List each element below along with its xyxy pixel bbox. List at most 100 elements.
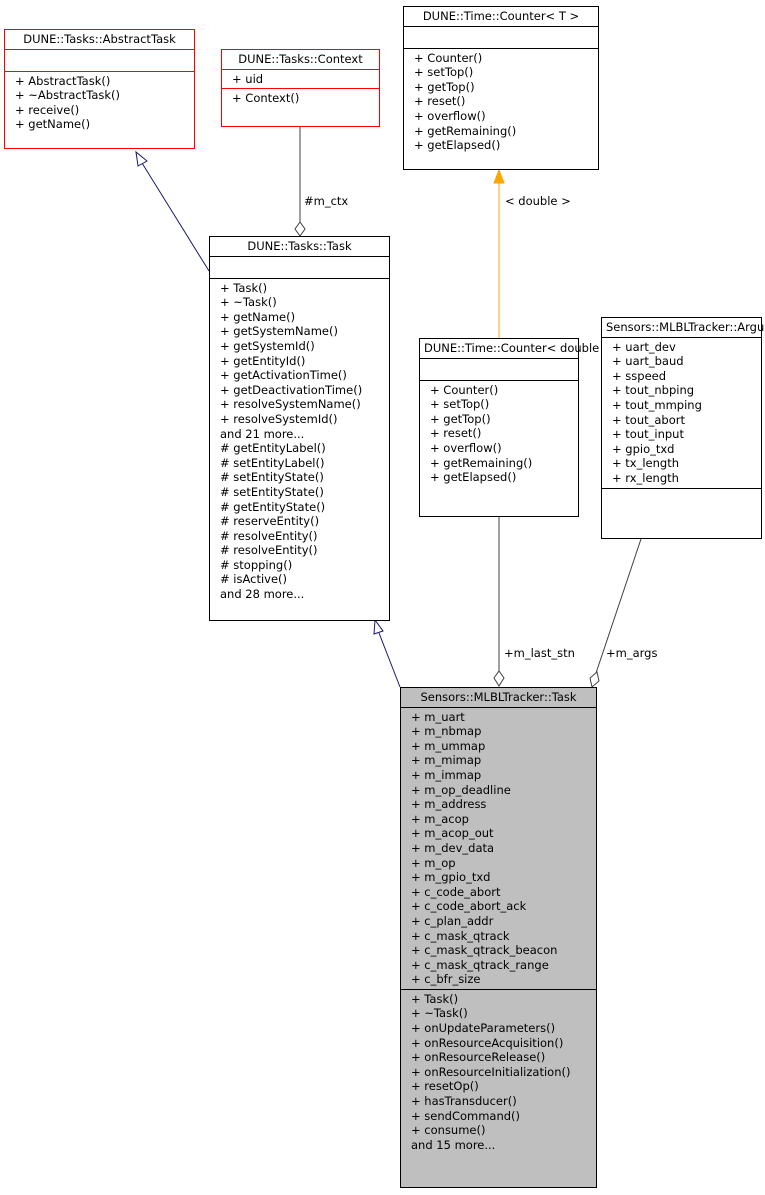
method-item: + ~Task(): [411, 1006, 468, 1021]
attribute-item: + m_ummap: [411, 738, 486, 753]
method-item: + getSystemId(): [220, 338, 315, 353]
method-item: + resetOp(): [411, 1079, 479, 1094]
attribute-item: + m_op_deadline: [411, 782, 511, 797]
edge-label-m-ctx: #m_ctx: [304, 194, 349, 208]
attributes-compartment: + uid: [222, 68, 379, 89]
method-item: + Counter(): [414, 50, 483, 65]
attribute-item: + c_bfr_size: [411, 972, 481, 987]
method-item: + resolveSystemId(): [220, 411, 338, 426]
class-dune-time-counter-t[interactable]: DUNE::Time::Counter< T >+ Counter()+ set…: [403, 6, 599, 170]
method-item: + resolveSystemName(): [220, 397, 361, 412]
method-item: + getRemaining(): [430, 455, 533, 470]
attribute-item: + m_acop: [411, 811, 469, 826]
attributes-compartment: [210, 255, 389, 278]
attribute-item: + c_mask_qtrack_range: [411, 957, 549, 972]
attribute-item: + m_acop_out: [411, 826, 494, 841]
method-item: + setTop(): [430, 397, 490, 412]
method-item: + onUpdateParameters(): [411, 1021, 556, 1036]
attribute-item: + tx_length: [612, 456, 680, 471]
attributes-compartment: [404, 25, 598, 48]
class-dune-tasks-abstracttask[interactable]: DUNE::Tasks::AbstractTask+ AbstractTask(…: [4, 29, 195, 149]
class-dune-tasks-task[interactable]: DUNE::Tasks::Task+ Task()+ ~Task()+ getN…: [209, 236, 390, 621]
class-title: DUNE::Time::Counter< T >: [404, 7, 598, 26]
method-item: # setEntityState(): [220, 470, 324, 485]
method-item: + ~AbstractTask(): [15, 88, 120, 103]
inheritance-edge-task-abstracttask: [141, 162, 210, 272]
template-arrowhead-counter: [493, 168, 505, 184]
attribute-item: + sspeed: [612, 368, 667, 383]
attribute-item: + uart_dev: [612, 339, 676, 354]
class-name-line: ::Task: [543, 690, 577, 704]
attribute-item: + m_nbmap: [411, 724, 482, 739]
method-item: + ~Task(): [220, 295, 277, 310]
method-item: + reset(): [414, 94, 466, 109]
method-item: # getEntityState(): [220, 499, 326, 514]
class-name-line: DUNE::Tasks::Task: [247, 239, 352, 253]
method-item: and 28 more...: [220, 587, 305, 602]
class-dune-tasks-context[interactable]: DUNE::Tasks::Context+ uid+ Context(): [221, 49, 380, 127]
methods-compartment: [602, 487, 761, 538]
attributes-compartment: [420, 357, 578, 380]
methods-compartment: + AbstractTask()+ ~AbstractTask()+ recei…: [5, 70, 194, 148]
aggregation-diamond-m-args: [589, 671, 600, 688]
method-item: + getActivationTime(): [220, 368, 347, 383]
attribute-item: + gpio_txd: [612, 441, 675, 456]
class-sensors-mlbltracker-task[interactable]: Sensors::MLBLTracker::Task+ m_uart+ m_nb…: [400, 687, 597, 1188]
method-item: + getTop(): [430, 411, 491, 426]
method-item: + AbstractTask(): [15, 73, 111, 88]
method-item: + getTop(): [414, 79, 475, 94]
class-title: DUNE::Tasks::Task: [210, 237, 389, 256]
method-item: # isActive(): [220, 572, 288, 587]
method-item: + receive(): [15, 102, 80, 117]
attribute-item: + c_mask_qtrack_beacon: [411, 943, 558, 958]
class-name-line: ::Arguments: [729, 320, 765, 334]
class-name-line: DUNE::Tasks::Context: [238, 52, 363, 66]
class-name-line: DUNE::Time::Counter< T >: [422, 9, 580, 23]
method-item: # reserveEntity(): [220, 514, 320, 529]
class-title: Sensors::MLBLTracker::Task: [401, 688, 596, 707]
attribute-item: + c_code_abort: [411, 884, 501, 899]
class-name-line: < double >: [546, 341, 613, 355]
attribute-item: + m_op: [411, 855, 456, 870]
method-item: + Task(): [220, 280, 268, 295]
edge-label-m-last-stn: +m_last_stn: [504, 646, 575, 660]
method-item: + getName(): [15, 117, 91, 132]
method-item: + onResourceRelease(): [411, 1050, 546, 1065]
attribute-item: + m_uart: [411, 709, 465, 724]
method-item: # stopping(): [220, 557, 293, 572]
methods-compartment: + Counter()+ setTop()+ getTop()+ reset()…: [404, 47, 598, 169]
method-item: and 15 more...: [411, 1137, 496, 1152]
attribute-item: + rx_length: [612, 470, 679, 485]
attributes-compartment: + m_uart+ m_nbmap+ m_ummap+ m_mimap+ m_i…: [401, 706, 596, 989]
method-item: + onResourceInitialization(): [411, 1064, 571, 1079]
attribute-item: + uart_baud: [612, 354, 684, 369]
class-sensors-mlbltracker-arguments[interactable]: Sensors::MLBLTracker::Arguments+ uart_de…: [601, 317, 765, 539]
methods-compartment: + Task()+ ~Task()+ getName()+ getSystemN…: [210, 277, 389, 620]
methods-compartment: + Context(): [222, 88, 379, 126]
attribute-item: + m_address: [411, 797, 487, 812]
attribute-item: + tout_nbping: [612, 383, 695, 398]
method-item: + getEntityId(): [220, 353, 306, 368]
method-item: # setEntityLabel(): [220, 455, 325, 470]
inheritance-arrowhead-abstracttask: [135, 150, 148, 167]
attribute-item: + c_code_abort_ack: [411, 899, 527, 914]
class-dune-time-counter-double[interactable]: DUNE::Time::Counter< double >+ Counter()…: [419, 338, 613, 517]
aggregation-diamond-m-ctx: [294, 221, 306, 237]
class-title: DUNE::Time::Counter< double >: [420, 339, 613, 358]
method-item: + overflow(): [414, 108, 486, 123]
edge-label-double-binding: < double >: [505, 194, 571, 208]
class-name-line: DUNE::Tasks::AbstractTask: [23, 32, 176, 46]
method-item: # setEntityState(): [220, 484, 324, 499]
method-item: + reset(): [430, 426, 482, 441]
method-item: # resolveEntity(): [220, 528, 318, 543]
attribute-item: + m_mimap: [411, 753, 482, 768]
inheritance-edge-mlbltask-task: [378, 632, 401, 688]
methods-compartment: + Task()+ ~Task()+ onUpdateParameters()+…: [401, 988, 596, 1187]
method-item: # getEntityLabel(): [220, 441, 326, 456]
class-title: Sensors::MLBLTracker::Arguments: [602, 318, 765, 337]
class-title: DUNE::Tasks::Context: [222, 50, 379, 69]
attribute-item: + tout_input: [612, 427, 684, 442]
aggregation-diamond-m-last-stn: [493, 670, 505, 687]
class-name-line: Sensors::MLBLTracker: [420, 690, 544, 704]
class-name-line: Sensors::MLBLTracker: [606, 320, 730, 334]
